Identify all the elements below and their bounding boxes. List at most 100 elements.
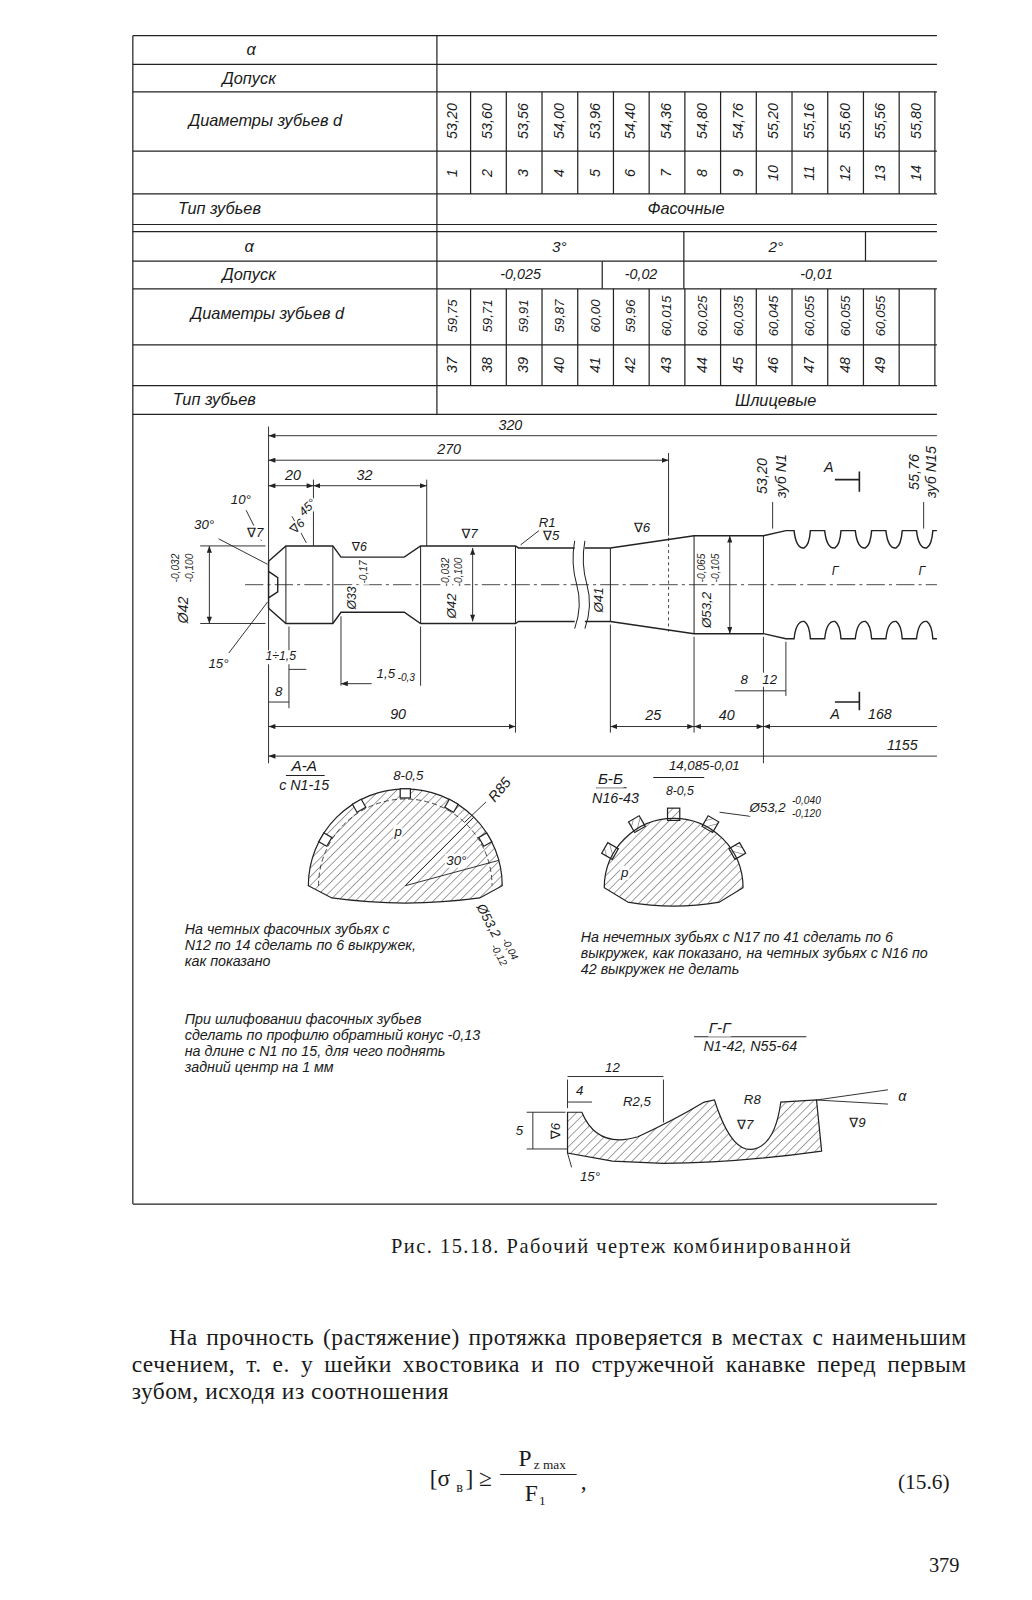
table-cell: 2	[481, 168, 497, 178]
table-cell: 4	[552, 168, 568, 178]
drawing-label: -0,3	[396, 672, 416, 683]
drawing-label: -0,032	[440, 556, 451, 587]
drawing-label: 4	[575, 1084, 584, 1099]
drawing-label: -0,100	[454, 556, 465, 587]
table-cell: 44	[695, 356, 711, 374]
drawing-label: Ø53,2	[749, 801, 787, 816]
drawing-label: 30°	[445, 853, 467, 868]
table-cell: Фасочные	[646, 200, 725, 218]
drawing-label: Б-Б	[597, 770, 624, 787]
formula-part: ,	[580, 1469, 588, 1495]
drawing-label: ∇6	[633, 520, 651, 535]
drawing-label: 20	[284, 468, 302, 484]
table-cell: 49	[874, 356, 890, 374]
drawing-label: Ø33	[346, 586, 359, 611]
table-cell: 39	[516, 356, 532, 374]
drawing-label: Ø53,2	[700, 591, 715, 629]
table-cell: Тип зубьев	[177, 200, 262, 218]
drawing-label: -0,120	[791, 808, 822, 819]
drawing-label: 8-0,5	[665, 785, 695, 798]
table-cell: 40	[552, 356, 568, 374]
drawing-label: Г	[831, 565, 840, 578]
figure-caption: Рис. 15.18. Рабочий чертеж комбинированн…	[390, 1235, 853, 1257]
drawing-label: 32	[355, 468, 373, 484]
dimension-lines	[200, 427, 937, 764]
table-cell: 55,80	[909, 103, 925, 141]
table-cell: 53,60	[481, 103, 497, 141]
table-cell: α	[243, 238, 254, 256]
drawing-label: 8	[739, 673, 748, 688]
drawing-label: 320	[497, 418, 523, 434]
drawing-label: -0,17	[359, 559, 370, 584]
drawing-label: 1155	[886, 738, 919, 754]
table-cell: -0,025	[499, 267, 542, 283]
drawing-label: -0,100	[184, 552, 195, 583]
table-cell: 53,20	[445, 103, 461, 141]
note-text: При шлифовании фасочных зубьев сделать п…	[184, 1011, 482, 1075]
drawing-label: 1,5	[376, 666, 396, 681]
drawing-label: 15°	[207, 656, 229, 671]
formula-part: ] ≥	[464, 1466, 493, 1492]
drawing-label: -0,040	[791, 796, 822, 807]
drawing-label: зуб N15	[924, 445, 940, 499]
table-cell: 12	[838, 164, 854, 182]
drawing-label: -0,032	[170, 552, 181, 583]
formula-part: P	[518, 1446, 533, 1472]
drawing-label: зуб N1	[774, 453, 790, 499]
table-cell: -0,02	[624, 267, 659, 283]
table-cell: 5	[588, 168, 604, 178]
drawing-label: N1-42, N55-64	[702, 1039, 798, 1055]
formula-part: [σ	[429, 1466, 451, 1492]
drawing-label: ∇5	[542, 529, 560, 544]
table-cell: 1	[445, 168, 461, 178]
table-cell: 54,40	[623, 103, 639, 141]
table-cell: 60,055	[803, 295, 818, 338]
table-cell: 60,015	[660, 295, 675, 338]
drawing-label: Ø41	[592, 587, 607, 614]
section-g-g	[527, 1037, 888, 1168]
formula-part: F	[524, 1481, 539, 1507]
table-cell: Диаметры зубьев d	[190, 305, 345, 323]
drawing-label: R8	[743, 1093, 762, 1108]
drawing-label: 12	[761, 673, 778, 688]
drawing-label: R2,5	[622, 1095, 652, 1110]
table-cell: 38	[481, 356, 497, 374]
drawing-label: 14,085-0,01	[668, 758, 741, 773]
table-cell: 43	[659, 356, 675, 374]
drawing-label: ∇9	[848, 1116, 866, 1131]
table-cell: 6	[623, 168, 639, 178]
table-grid	[133, 36, 937, 1204]
table-cell: 10	[766, 164, 782, 182]
drawing-label: 5	[515, 1124, 524, 1139]
drawing-label: А	[823, 460, 835, 476]
section-a-a	[286, 776, 502, 904]
drawing-label: 40	[718, 708, 736, 724]
table-cell: 55,20	[766, 103, 782, 141]
drawing-label: 53,20	[755, 457, 771, 495]
body-text: На прочность (растяжение) протяжка прове…	[131, 1324, 968, 1405]
table-cell: 60,045	[767, 295, 782, 338]
table-cell: 41	[588, 356, 604, 374]
table-cell: 13	[874, 164, 890, 182]
formula-part: z max	[533, 1458, 567, 1473]
drawing-label: Ø42	[445, 593, 460, 620]
table-cell: 55,60	[838, 103, 854, 141]
table-cell: 60,055	[838, 295, 853, 338]
drawing-label: α	[897, 1089, 907, 1105]
table-cell: 7	[659, 168, 675, 178]
table-cell: Допуск	[221, 70, 277, 88]
table-cell: Допуск	[221, 266, 277, 284]
drawing-label: 90	[389, 707, 407, 723]
drawing-label: 25	[644, 708, 662, 724]
table-cell: 55,16	[802, 103, 818, 141]
table-cell: 60,00	[588, 299, 603, 334]
drawing-label: 8-0,5	[392, 768, 424, 783]
drawing-label: Ø42	[176, 596, 192, 625]
table-cell: α	[245, 41, 256, 59]
table-cell: 59,91	[517, 299, 532, 334]
drawing-label: R85	[485, 774, 515, 806]
table-cell: 55,56	[874, 103, 890, 141]
table-cell: 60,025	[696, 295, 711, 338]
table-cell: Шлицевые	[734, 392, 817, 410]
